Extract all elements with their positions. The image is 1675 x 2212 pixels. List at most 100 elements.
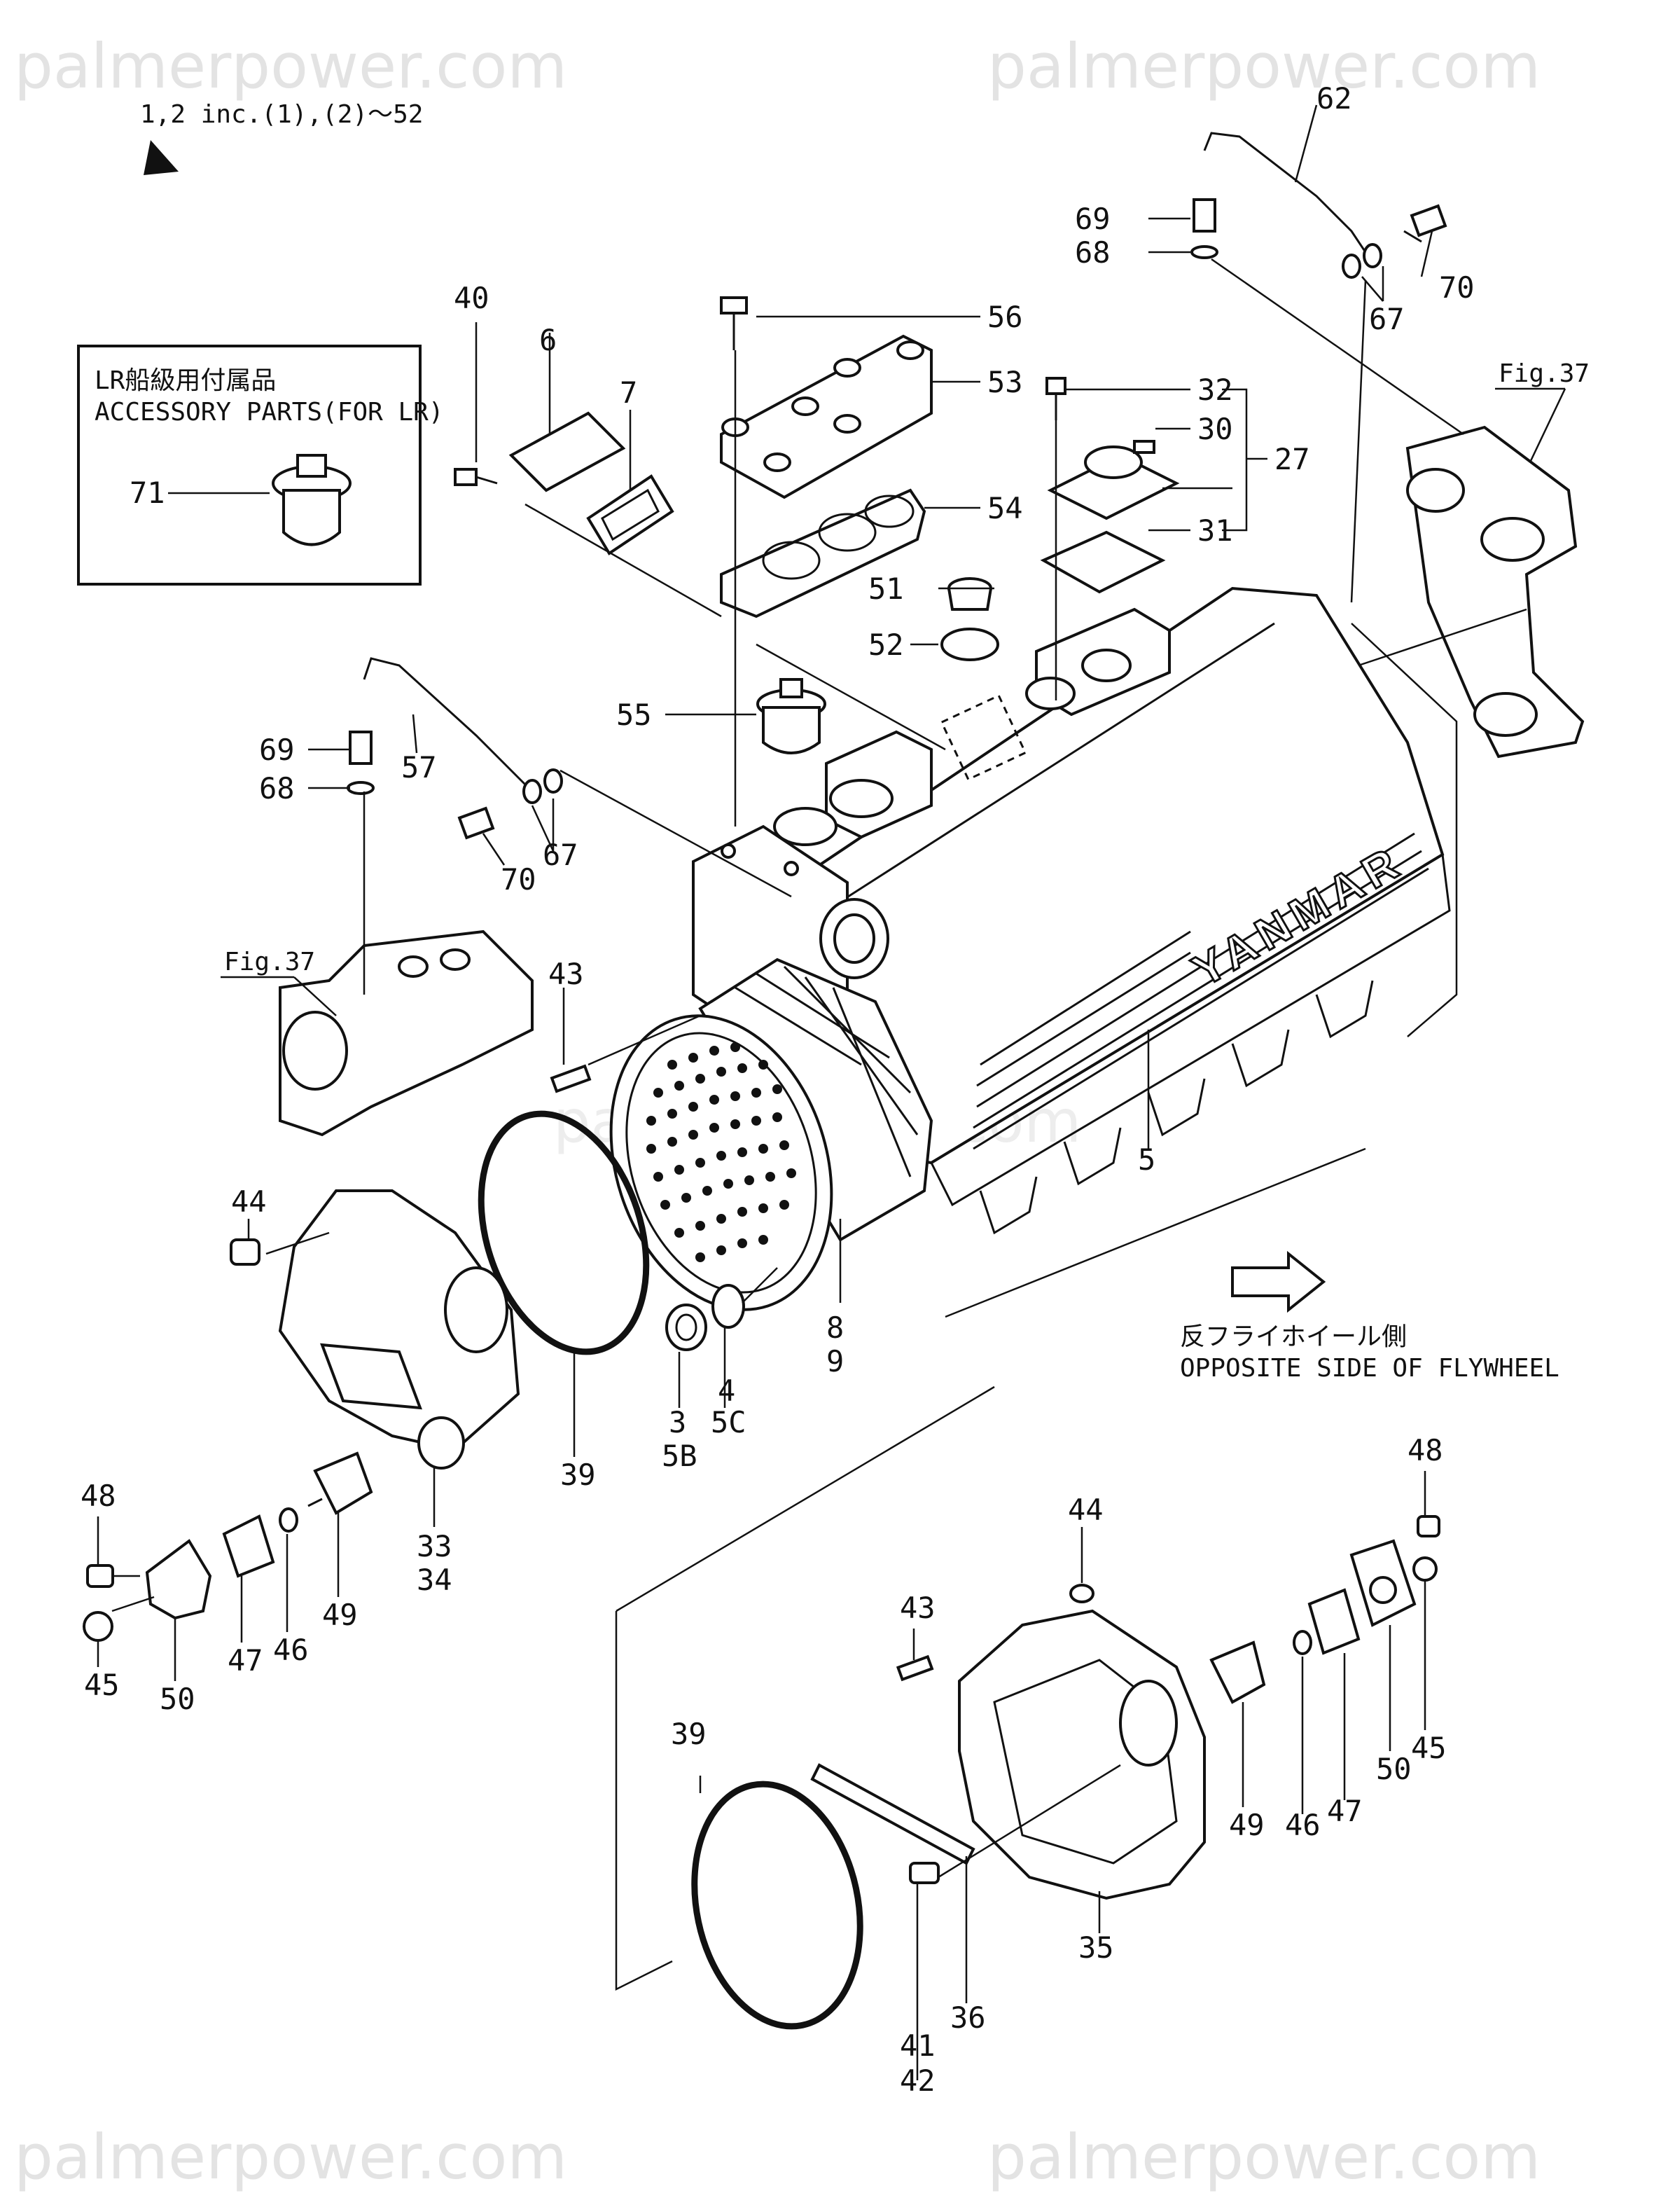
callout-68-left: 68 xyxy=(259,771,295,806)
direction-label-en: OPPOSITE SIDE OF FLYWHEEL xyxy=(1180,1354,1559,1383)
callout-4: 4 xyxy=(718,1374,735,1408)
bolt-44-top xyxy=(230,1238,260,1266)
callout-45-right: 45 xyxy=(1411,1731,1447,1765)
callout-50-right: 50 xyxy=(1376,1752,1412,1786)
accessory-title-en: ACCESSORY PARTS(FOR LR) xyxy=(95,398,444,427)
plate-50-right xyxy=(1349,1539,1417,1627)
gasket-4 xyxy=(711,1284,745,1329)
thermostat-55 xyxy=(756,678,826,754)
housing-fig37-right xyxy=(1405,425,1585,759)
watermark-top-right: palmerpower.com xyxy=(987,30,1541,102)
callout-70-top: 70 xyxy=(1439,270,1475,305)
gasket-47-right xyxy=(1307,1588,1361,1655)
callout-67-left: 67 xyxy=(543,838,578,872)
o-ring-39-bottom xyxy=(691,1781,863,2030)
callout-51: 51 xyxy=(868,572,904,606)
callout-36: 36 xyxy=(950,2000,986,2035)
plate-50-left xyxy=(145,1539,212,1620)
direction-arrow-icon xyxy=(1231,1250,1326,1313)
bolt-41 xyxy=(909,1862,940,1884)
callout-3: 3 xyxy=(669,1405,686,1439)
callout-70-left: 70 xyxy=(501,862,536,897)
callout-47-left: 47 xyxy=(228,1643,263,1678)
o-ring-39-top xyxy=(478,1110,650,1355)
watermark-bottom-left: palmerpower.com xyxy=(14,2121,567,2193)
bolt-70-top xyxy=(1403,204,1447,243)
end-cover-33 xyxy=(278,1189,520,1470)
callouts: 40 6 7 56 53 54 62 69 68 70 67 32 30 27 … xyxy=(81,81,1475,2098)
callout-44-bottom: 44 xyxy=(1068,1493,1104,1527)
callout-40: 40 xyxy=(454,281,489,315)
bolt-44-bottom xyxy=(1069,1584,1094,1603)
leader-lines xyxy=(97,104,1527,2080)
sensor-49-left xyxy=(307,1451,373,1515)
bolt-70-left xyxy=(457,806,495,840)
plug-3 xyxy=(665,1304,707,1351)
header-arrow-icon xyxy=(144,140,179,175)
callout-49-left: 49 xyxy=(322,1598,358,1632)
watermark-bottom-right: palmerpower.com xyxy=(987,2121,1541,2193)
fig-ref-right: Fig.37 xyxy=(1499,359,1590,388)
callout-46-right: 46 xyxy=(1285,1808,1321,1842)
bolt-48-right xyxy=(1417,1515,1440,1537)
accessory-box: LR船級用付属品 ACCESSORY PARTS(FOR LR) 71 xyxy=(77,345,444,586)
callout-8: 8 xyxy=(826,1311,844,1345)
callout-43-bottom: 43 xyxy=(900,1591,936,1625)
fitting-69-top xyxy=(1190,198,1218,259)
callout-9: 9 xyxy=(826,1344,844,1378)
watermark-top-left: palmerpower.com xyxy=(14,30,567,102)
tube-bundle xyxy=(609,958,933,1311)
callout-32: 32 xyxy=(1197,373,1233,407)
callout-27: 27 xyxy=(1274,442,1310,476)
top-gasket xyxy=(720,488,926,618)
end-cover-35 xyxy=(958,1609,1206,1900)
header-note: 1,2 inc.(1),(2)～52 xyxy=(140,100,423,129)
callout-39-top: 39 xyxy=(560,1458,596,1492)
thermostat-icon xyxy=(272,454,352,546)
callout-48-right: 48 xyxy=(1408,1433,1443,1467)
callout-48-left: 48 xyxy=(81,1479,116,1513)
callout-34: 34 xyxy=(417,1563,452,1597)
callout-33: 33 xyxy=(417,1529,452,1563)
callout-42: 42 xyxy=(900,2064,936,2098)
callout-7: 7 xyxy=(620,375,637,410)
callout-54: 54 xyxy=(987,491,1023,525)
callout-56: 56 xyxy=(987,300,1023,334)
gasket-47-left xyxy=(222,1514,275,1578)
gasket-52 xyxy=(940,628,999,661)
accessory-title-jp: LR船級用付属品 xyxy=(95,366,276,395)
callout-47-right: 47 xyxy=(1327,1794,1363,1828)
callout-5b: 5B xyxy=(662,1439,697,1473)
cover-assembly-27 xyxy=(1040,377,1180,594)
nut-45-left xyxy=(83,1611,113,1642)
callout-43-top: 43 xyxy=(548,957,584,991)
callout-5: 5 xyxy=(1138,1142,1155,1177)
callout-69-left: 69 xyxy=(259,733,295,767)
sensor-49-right xyxy=(1209,1640,1266,1704)
callout-35: 35 xyxy=(1078,1930,1114,1965)
callout-41: 41 xyxy=(900,2028,936,2063)
callout-39-bottom: 39 xyxy=(671,1717,707,1751)
top-cover xyxy=(720,334,933,499)
callout-31: 31 xyxy=(1197,513,1233,548)
callout-52: 52 xyxy=(868,628,904,662)
bolt-40 xyxy=(454,468,498,486)
plug-51 xyxy=(947,577,992,611)
callout-46-left: 46 xyxy=(273,1633,309,1667)
callout-30: 30 xyxy=(1197,412,1233,446)
pipe-57 xyxy=(363,657,534,793)
washer-46-left xyxy=(279,1507,298,1533)
callout-62: 62 xyxy=(1316,81,1352,116)
bolt-56 xyxy=(720,296,748,350)
callout-49-right: 49 xyxy=(1229,1808,1265,1842)
nut-45-right xyxy=(1412,1556,1438,1582)
washers-67-top xyxy=(1342,243,1382,279)
pipe-62 xyxy=(1203,132,1367,253)
callout-6: 6 xyxy=(539,323,557,357)
direction-label-jp: 反フライホイール側 xyxy=(1180,1322,1407,1351)
callout-57: 57 xyxy=(401,750,437,784)
callout-50-left: 50 xyxy=(160,1682,195,1716)
cover-6 xyxy=(508,411,626,492)
